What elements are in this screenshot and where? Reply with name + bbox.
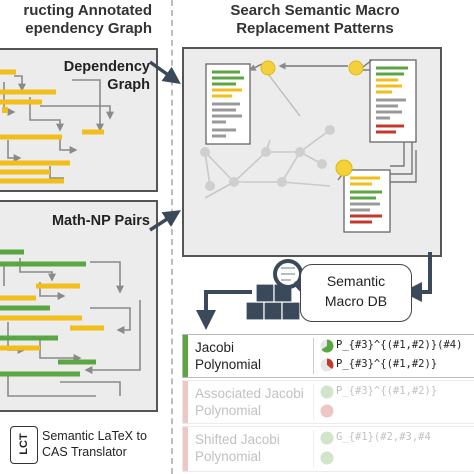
divider xyxy=(313,384,314,420)
arrow-mathnp-to-search xyxy=(149,210,181,232)
dependency-graph-panel xyxy=(0,48,158,192)
lct-badge-text: LCT xyxy=(18,433,30,455)
score-pie-icon xyxy=(320,431,334,445)
score-pie-icon xyxy=(320,358,334,372)
result-name-line1: Shifted Jacobi xyxy=(195,432,280,447)
macro-db-label-line1: Semantic xyxy=(326,273,386,289)
macro-pattern-2: P_{#3}^{(#1,#2)} xyxy=(336,358,438,370)
lct-description-line2: CAS Translator xyxy=(42,445,127,459)
section-divider xyxy=(171,0,173,474)
right-header: Search Semantic Macro Replacement Patter… xyxy=(190,2,440,38)
result-row-associated-jacobi[interactable]: Associated Jacobi Polynomial P_{#3}^{(#1… xyxy=(182,380,474,424)
math-np-drawing xyxy=(0,249,141,397)
macro-db-label-line2: Macro DB xyxy=(324,293,388,309)
macro-pattern-1: P_{#3}^{(#1,#2)}(#4) xyxy=(336,339,463,351)
lct-description-line1: Semantic LaTeX to xyxy=(42,429,147,443)
dependency-graph-label-line1: Dependency xyxy=(63,59,150,75)
dependency-graph-drawing xyxy=(0,69,114,184)
macro-db-box: Semantic Macro DB xyxy=(300,264,412,322)
formula-card-2 xyxy=(369,59,417,143)
lct-badge: LCT xyxy=(10,426,38,464)
result-row-shifted-jacobi[interactable]: Shifted Jacobi Polynomial G_{#1}(#2,#3,#… xyxy=(182,426,474,472)
result-indicator xyxy=(183,427,188,471)
result-name-line2: Polynomial xyxy=(195,449,262,464)
dependency-graph-label: Dependency Graph xyxy=(60,58,150,94)
result-name-line1: Associated Jacobi xyxy=(195,386,304,401)
result-row-jacobi[interactable]: Jacobi Polynomial P_{#3}^{(#1,#2)}(#4) P… xyxy=(182,334,474,378)
database-icon xyxy=(245,259,311,321)
score-pie-icon xyxy=(320,339,334,353)
left-header-line2: ependency Graph xyxy=(25,20,152,37)
left-header-line1: ructing Annotated xyxy=(23,2,152,19)
lct-description: Semantic LaTeX to CAS Translator xyxy=(42,428,172,460)
macro-pattern-1: G_{#1}(#2,#3,#4 xyxy=(336,431,431,443)
right-header-line1: Search Semantic Macro xyxy=(230,2,400,19)
result-indicator xyxy=(183,381,188,423)
result-name-line1: Jacobi xyxy=(195,340,235,355)
arrow-dependency-to-search xyxy=(148,60,181,85)
divider xyxy=(313,430,314,468)
score-pie-icon xyxy=(320,451,334,465)
arrow-search-to-db xyxy=(402,252,432,302)
score-pie-icon xyxy=(320,404,334,418)
divider xyxy=(313,338,314,374)
score-pie-icon xyxy=(320,385,334,399)
right-header-line2: Replacement Patterns xyxy=(236,20,394,37)
formula-card-3 xyxy=(343,169,391,233)
result-name-line2: Polynomial xyxy=(195,403,262,418)
arrow-db-to-results xyxy=(196,290,252,330)
math-np-pairs-label: Math-NP Pairs xyxy=(51,213,150,229)
result-name-line2: Polynomial xyxy=(195,357,262,372)
result-indicator xyxy=(183,335,188,377)
left-header: ructing Annotated ependency Graph xyxy=(0,2,152,38)
macro-pattern-1: P_{#3}^{(#1,#2)} xyxy=(336,385,438,397)
search-graph-background xyxy=(200,125,335,199)
matched-nodes xyxy=(260,60,364,177)
dependency-graph-label-line2: Graph xyxy=(107,77,150,93)
formula-card-1 xyxy=(205,63,251,145)
